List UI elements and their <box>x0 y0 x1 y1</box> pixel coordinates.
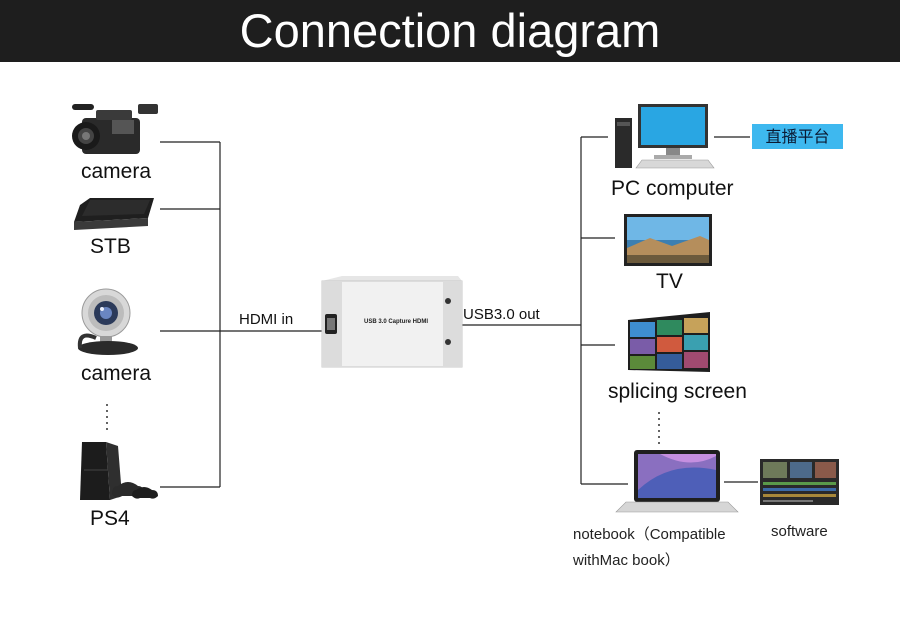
desktop-pc-icon <box>615 104 715 169</box>
set-top-box-icon <box>74 198 154 230</box>
device-brand-text: USB 3.0 Capture HDMI <box>364 319 428 325</box>
page-title: Connection diagram <box>239 4 661 57</box>
label-notebook-line1: notebook（Compatible <box>573 526 726 543</box>
right-ellipsis-dots <box>658 412 660 444</box>
label-ps4: PS4 <box>90 507 130 530</box>
video-wall-icon <box>628 312 710 372</box>
label-pc-computer: PC computer <box>611 177 734 200</box>
label-camera-1: camera <box>81 160 152 183</box>
output-connector-lines <box>462 136 758 485</box>
label-stb: STB <box>90 235 131 258</box>
label-splicing-screen: splicing screen <box>608 380 747 403</box>
left-ellipsis-dots <box>106 404 108 430</box>
camcorder-icon <box>72 104 158 154</box>
laptop-icon <box>615 450 739 513</box>
capture-device-icon: USB 3.0 Capture HDMI <box>321 276 463 368</box>
label-usb-out: USB3.0 out <box>463 306 540 323</box>
label-software: software <box>771 523 828 540</box>
input-connector-lines <box>160 141 325 488</box>
label-camera-2: camera <box>81 362 152 385</box>
ps4-console-icon <box>80 442 158 500</box>
tv-icon <box>624 214 712 266</box>
label-hdmi-in: HDMI in <box>239 311 294 328</box>
webcam-icon <box>77 288 138 355</box>
title-banner <box>0 0 900 62</box>
editing-software-icon <box>760 459 839 505</box>
live-platform-badge: 直播平台 <box>752 124 843 149</box>
label-notebook-line2: withMac book） <box>573 552 680 569</box>
label-tv: TV <box>656 270 683 293</box>
